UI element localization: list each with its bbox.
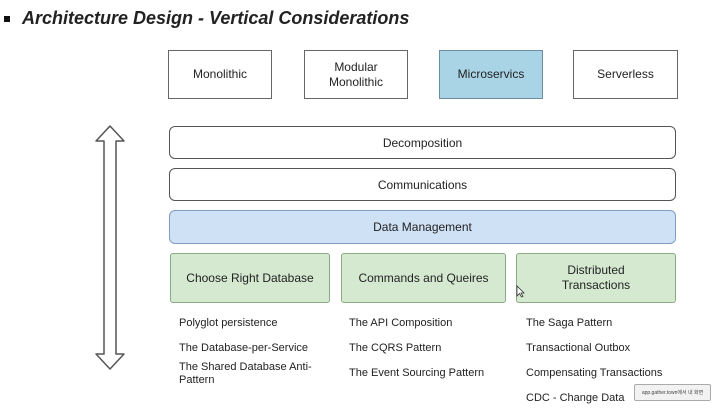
- layer-label: Communications: [377, 177, 468, 192]
- list-item: Polyglot persistence: [179, 317, 278, 329]
- list-item: The API Composition: [349, 317, 453, 329]
- architecture-label: Serverless: [597, 67, 654, 81]
- layer-decomposition: Decomposition: [169, 126, 676, 159]
- architecture-monolithic: Monolithic: [168, 50, 272, 99]
- list-item: CDC - Change Data: [526, 392, 625, 404]
- category-title: Distributed Transactions: [561, 263, 631, 292]
- list-item: The Database-per-Service: [179, 342, 309, 354]
- list-item: The CQRS Pattern: [349, 342, 442, 354]
- list-item: The Event Sourcing Pattern: [349, 367, 485, 379]
- list-item: The Shared Database Anti-Pattern: [179, 361, 312, 386]
- slide-title-area: Architecture Design - Vertical Considera…: [4, 8, 409, 29]
- category-title: Choose Right Database: [186, 270, 314, 285]
- layer-communications: Communications: [169, 168, 676, 201]
- architecture-label: Microservics: [457, 67, 525, 81]
- list-item: Transactional Outbox: [526, 342, 631, 354]
- category-title: Commands and Queires: [358, 270, 489, 285]
- list-item: Compensating Transactions: [526, 367, 663, 379]
- square-bullet-icon: [4, 15, 10, 22]
- category-commands-and-queries: Commands and Queires: [341, 253, 506, 303]
- layer-label: Decomposition: [382, 135, 463, 150]
- list-item: The Saga Pattern: [526, 317, 613, 329]
- architecture-label: Monolithic: [192, 67, 248, 81]
- mouse-pointer-icon: [516, 285, 525, 298]
- layer-data-management: Data Management: [169, 210, 676, 244]
- architecture-label: Modular Monolithic: [328, 59, 384, 89]
- architecture-microservices: Microservics: [439, 50, 543, 99]
- double-headed-vertical-arrow-icon: [95, 125, 125, 370]
- slide-title: Architecture Design - Vertical Considera…: [22, 8, 410, 28]
- architecture-modular-monolithic: Modular Monolithic: [304, 50, 408, 99]
- screen-share-notice-text: app.gather.town에서 내 화면: [641, 390, 704, 396]
- layer-label: Data Management: [373, 220, 472, 234]
- category-distributed-transactions: Distributed Transactions: [516, 253, 676, 303]
- category-choose-right-database: Choose Right Database: [170, 253, 330, 303]
- screen-share-notice[interactable]: app.gather.town에서 내 화면: [634, 384, 711, 401]
- architecture-serverless: Serverless: [573, 50, 678, 99]
